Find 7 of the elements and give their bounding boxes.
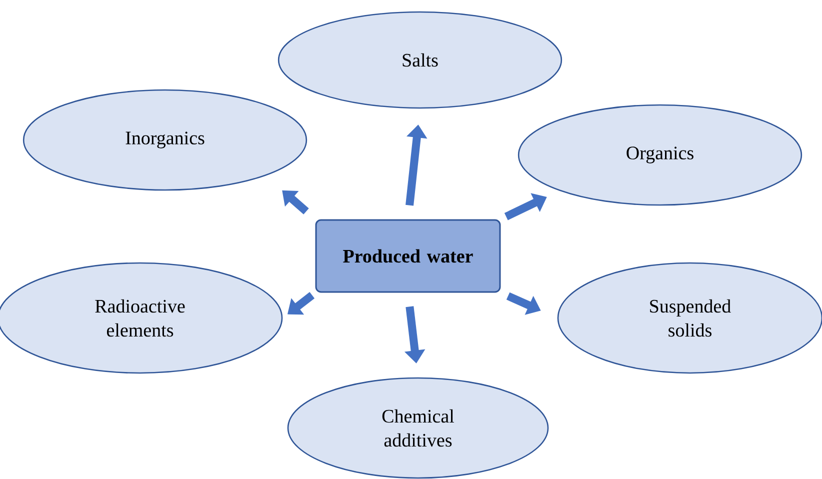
process-box: Produced water [315, 219, 501, 293]
ellipse-node: Salts [278, 11, 562, 109]
ellipse-node: Inorganics [22, 89, 308, 191]
block-arrow [282, 190, 309, 214]
ellipse-node: Suspended solids [557, 262, 822, 374]
ellipse-node: Chemical additives [287, 377, 549, 479]
ellipse-node: Organics [518, 104, 802, 206]
